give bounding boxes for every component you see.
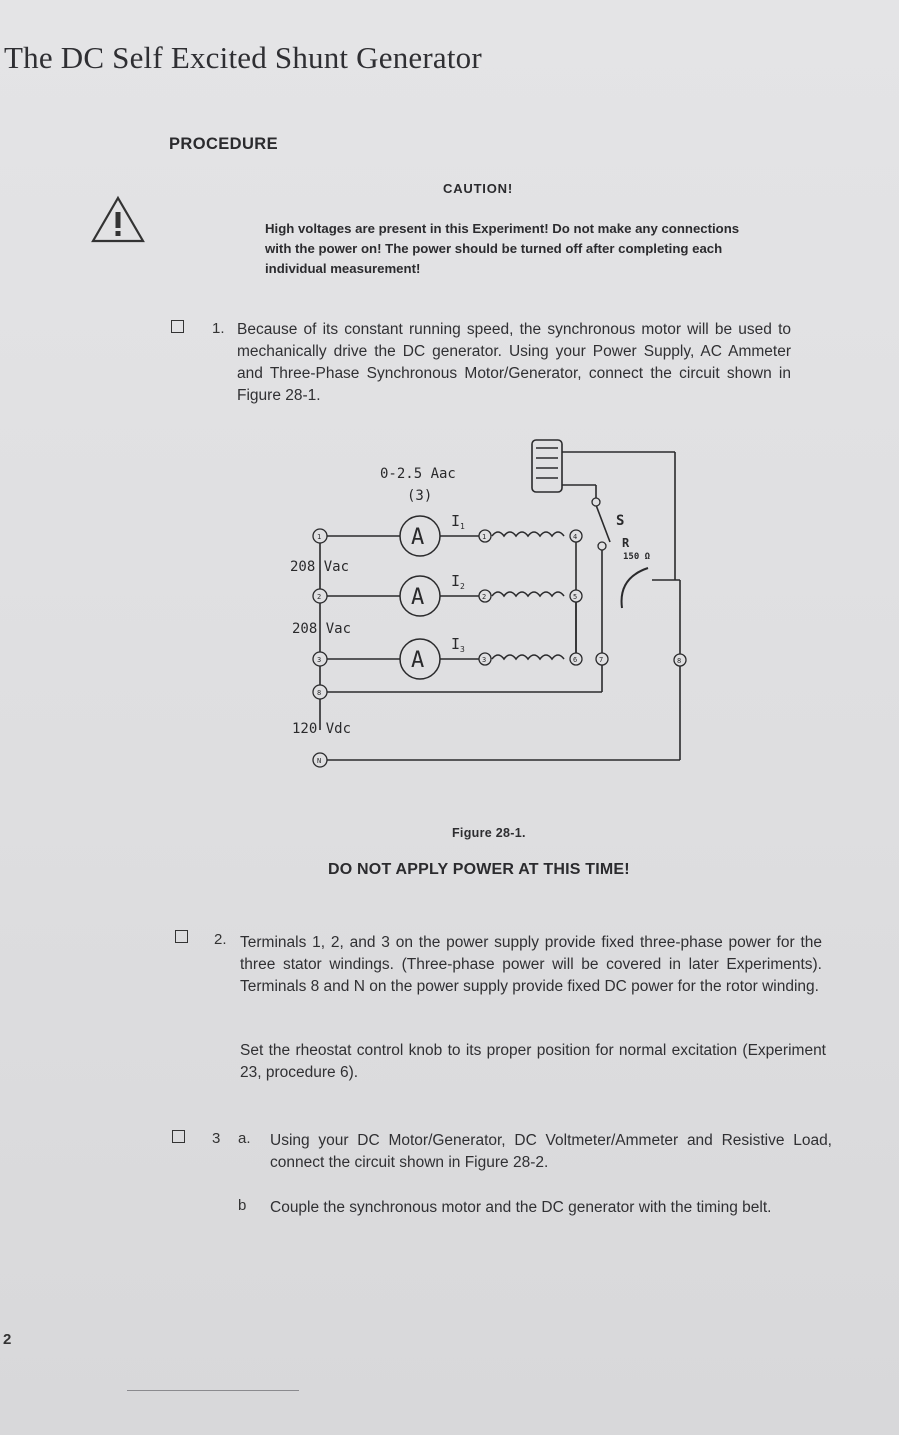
- supply-label-3: 120 Vdc: [292, 721, 351, 737]
- page-number: 2: [3, 1331, 12, 1348]
- supply-terminal-n: N: [317, 757, 321, 765]
- step-1-checkbox[interactable]: [171, 320, 184, 333]
- supply-terminal-8: 8: [317, 689, 321, 697]
- winding-terminal-8: 8: [677, 657, 681, 665]
- winding-terminal-5: 5: [573, 593, 577, 601]
- ammeter-2-symbol: A: [411, 585, 424, 610]
- step-1-text: Because of its constant running speed, t…: [237, 321, 791, 404]
- winding-terminal-4: 4: [573, 533, 577, 541]
- current-label-2: I: [451, 572, 460, 590]
- step-3a-text: Using your DC Motor/Generator, DC Voltme…: [270, 1132, 832, 1171]
- supply-label-1: 208 Vac: [290, 559, 349, 575]
- current-label-3: I: [451, 635, 460, 653]
- warning-triangle-icon: [91, 195, 145, 243]
- step-2-number: 2.: [214, 931, 227, 948]
- page-title: The DC Self Excited Shunt Generator: [4, 40, 482, 75]
- winding-terminal-2: 2: [482, 593, 486, 601]
- winding-terminal-3: 3: [482, 656, 486, 664]
- current-sub-3: 3: [460, 645, 465, 654]
- winding-terminal-1: 1: [482, 533, 486, 541]
- supply-terminal-1: 1: [317, 533, 321, 541]
- rheostat-value: 150 Ω: [623, 552, 651, 562]
- step-2-text-2: Set the rheostat control knob to its pro…: [240, 1042, 826, 1081]
- supply-label-2: 208 Vac: [292, 621, 351, 637]
- step-3-checkbox[interactable]: [172, 1130, 185, 1143]
- step-3a-letter: a.: [238, 1130, 251, 1147]
- rheostat-label: R: [622, 536, 630, 550]
- winding-terminal-6: 6: [573, 656, 577, 664]
- current-sub-1: 1: [460, 522, 465, 531]
- step-3b-text: Couple the synchronous motor and the DC …: [270, 1199, 772, 1216]
- step-3-number: 3: [212, 1130, 221, 1147]
- footer-rule: [127, 1390, 299, 1391]
- ammeter-3-symbol: A: [411, 648, 424, 673]
- step-2-text: Terminals 1, 2, and 3 on the power suppl…: [240, 934, 822, 995]
- step-2-checkbox[interactable]: [175, 930, 188, 943]
- ammeter-range-label: 0-2.5 Aac: [380, 466, 456, 482]
- step-1-number: 1.: [212, 320, 225, 337]
- do-not-apply-power-warning: DO NOT APPLY POWER AT THIS TIME!: [328, 861, 630, 878]
- ammeter-qty-label: (3): [407, 488, 432, 504]
- figure-caption: Figure 28-1.: [452, 826, 526, 840]
- caution-text: High voltages are present in this Experi…: [265, 221, 740, 276]
- ammeter-1-symbol: A: [411, 525, 424, 550]
- supply-terminal-2: 2: [317, 593, 321, 601]
- circuit-diagram: 0-2.5 Aac (3) A A A I 1 I 2 I 3 208 Vac …: [290, 439, 687, 768]
- current-sub-2: 2: [460, 582, 465, 591]
- switch-label: S: [616, 513, 624, 529]
- caution-title: CAUTION!: [443, 181, 513, 196]
- section-heading: PROCEDURE: [169, 135, 279, 153]
- current-label-1: I: [451, 512, 460, 530]
- step-3b-letter: b: [238, 1197, 247, 1214]
- winding-terminal-7: 7: [599, 656, 603, 664]
- supply-terminal-3: 3: [317, 656, 321, 664]
